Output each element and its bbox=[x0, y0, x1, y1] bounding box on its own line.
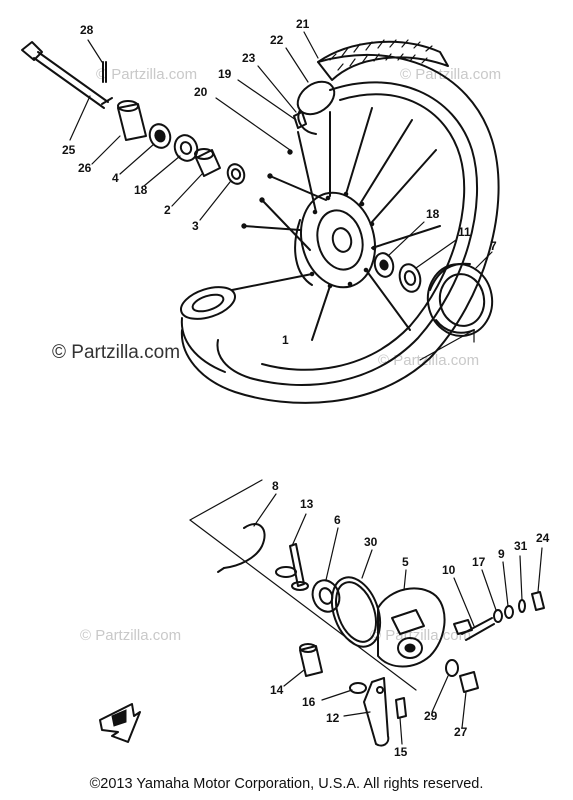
front-axle bbox=[21, 41, 113, 109]
washer-31 bbox=[518, 599, 526, 613]
callout-17: 17 bbox=[472, 555, 486, 569]
callout-7: 7 bbox=[490, 239, 497, 253]
callout-14: 14 bbox=[270, 683, 284, 697]
washer-9 bbox=[504, 605, 514, 619]
callout-21: 21 bbox=[296, 17, 310, 31]
wheel-hub bbox=[294, 191, 377, 289]
wheel-spokes bbox=[231, 107, 441, 341]
watermark-bottom-left: © Partzilla.com bbox=[80, 627, 181, 644]
dust-seal bbox=[148, 123, 172, 149]
callout-4: 4 bbox=[112, 171, 119, 185]
callout-11: 11 bbox=[458, 225, 471, 239]
callout-6: 6 bbox=[334, 513, 341, 527]
callout-25: 25 bbox=[62, 143, 76, 157]
brake-lever-12 bbox=[363, 677, 390, 747]
callout-23: 23 bbox=[242, 51, 256, 65]
brake-spring-clip bbox=[217, 523, 266, 573]
wheel-rim bbox=[180, 54, 500, 404]
leader-lines bbox=[69, 31, 543, 745]
callout-labels: 28 21 22 23 19 20 25 26 4 18 2 3 18 11 7… bbox=[62, 17, 550, 759]
callout-19: 19 bbox=[218, 67, 232, 81]
callout-22: 22 bbox=[270, 33, 284, 47]
spring-washer-17 bbox=[493, 609, 503, 623]
callout-13: 13 bbox=[300, 497, 314, 511]
spacer-flange bbox=[226, 163, 246, 185]
watermark-brand: © Partzilla.com bbox=[52, 342, 180, 363]
nut-27 bbox=[459, 671, 479, 693]
callout-30: 30 bbox=[364, 535, 378, 549]
callout-27: 27 bbox=[454, 725, 468, 739]
callout-31: 31 bbox=[514, 539, 528, 553]
bearing-left bbox=[173, 134, 199, 162]
callout-3: 3 bbox=[192, 219, 199, 233]
bolt-10 bbox=[461, 617, 495, 641]
callout-18-right: 18 bbox=[426, 207, 440, 221]
callout-28: 28 bbox=[80, 23, 94, 37]
watermark-bottom-right: © Partzilla.com bbox=[370, 627, 471, 644]
axle-collar bbox=[117, 100, 147, 141]
callout-10: 10 bbox=[442, 563, 456, 577]
callout-9: 9 bbox=[498, 547, 505, 561]
nut-24 bbox=[531, 591, 545, 611]
watermark-top-right: © Partzilla.com bbox=[400, 66, 501, 83]
o-ring bbox=[330, 576, 382, 648]
assembly-guide-lines bbox=[189, 329, 475, 691]
hub-spacer bbox=[194, 148, 221, 177]
indicator-plate bbox=[453, 619, 473, 635]
hub-bearing-right bbox=[373, 252, 422, 293]
washer-16 bbox=[349, 682, 367, 694]
callout-18-left: 18 bbox=[134, 183, 148, 197]
callout-26: 26 bbox=[78, 161, 92, 175]
callout-8: 8 bbox=[272, 479, 279, 493]
callout-24: 24 bbox=[536, 531, 550, 545]
brake-camshaft bbox=[275, 543, 309, 591]
front-direction-arrow-icon bbox=[99, 703, 141, 743]
brake-shoe-plate bbox=[377, 587, 446, 668]
brake-shoes bbox=[426, 262, 494, 337]
bolt-15 bbox=[395, 697, 407, 719]
callout-5: 5 bbox=[402, 555, 409, 569]
copyright-notice: ©2013 Yamaha Motor Corporation, U.S.A. A… bbox=[89, 776, 484, 792]
callout-20: 20 bbox=[194, 85, 208, 99]
callout-12: 12 bbox=[326, 711, 340, 725]
callout-15: 15 bbox=[394, 745, 408, 759]
callout-29: 29 bbox=[424, 709, 438, 723]
callout-2: 2 bbox=[164, 203, 171, 217]
callout-1: 1 bbox=[282, 333, 289, 347]
tire-tread bbox=[296, 39, 449, 135]
watermark-top-left: © Partzilla.com bbox=[96, 66, 197, 83]
washer-29 bbox=[445, 659, 459, 677]
valve-stem bbox=[293, 111, 307, 129]
cotter-pin bbox=[102, 61, 107, 83]
callout-16: 16 bbox=[302, 695, 316, 709]
pin-14 bbox=[299, 643, 323, 677]
